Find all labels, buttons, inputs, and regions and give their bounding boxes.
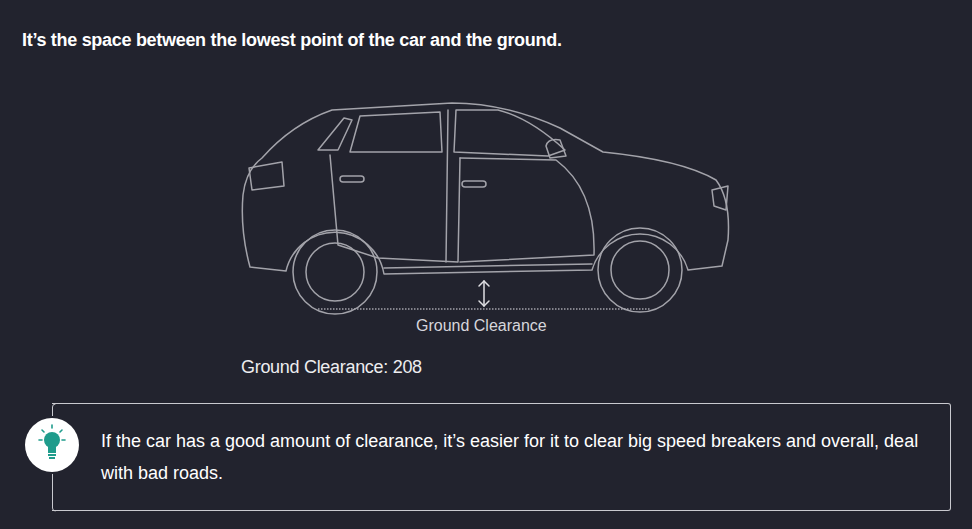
intro-text-wrap: It’s the space between the lowest point … [22, 30, 562, 51]
tip-text: If the car has a good amount of clearanc… [101, 425, 934, 489]
bulb-icon [25, 418, 79, 472]
ground-line [318, 308, 650, 310]
tip-box: If the car has a good amount of clearanc… [52, 403, 951, 511]
clearance-value-wrap: Ground Clearance: 208 [241, 357, 422, 378]
clearance-arrow [479, 281, 489, 306]
clearance-value: Ground Clearance: 208 [241, 357, 422, 377]
dimension-label-wrap: Ground Clearance [416, 317, 547, 335]
dimension-label: Ground Clearance [416, 317, 547, 334]
intro-text: It’s the space between the lowest point … [22, 30, 562, 50]
